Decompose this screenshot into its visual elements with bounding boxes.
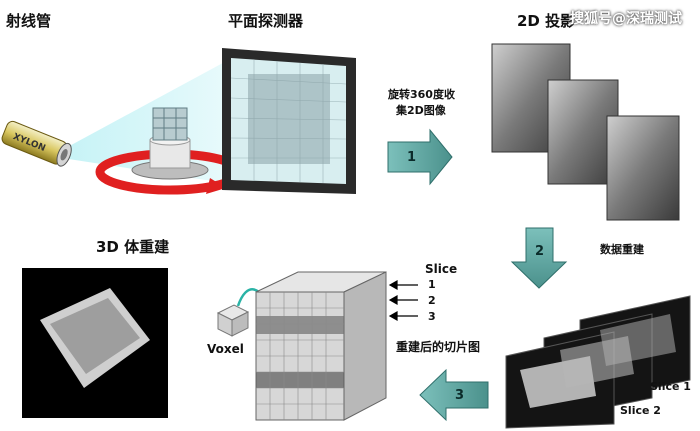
slice-1-label: Slice 1 <box>650 380 691 393</box>
slice-number-2: 2 <box>428 294 436 307</box>
step-arrow-3 <box>419 368 489 422</box>
projection-2d-label: 2D 投影 <box>517 12 576 30</box>
slice-number-3: 3 <box>428 310 436 323</box>
projection-stack-icon <box>491 43 680 221</box>
turntable-sample-icon <box>131 107 209 180</box>
slice-2-label: Slice 2 <box>620 404 661 417</box>
flat-detector-icon <box>222 48 356 194</box>
flat-detector-label: 平面探测器 <box>228 12 304 30</box>
xray-tube-label: 射线管 <box>6 12 52 30</box>
slice-title-label: Slice <box>425 262 458 276</box>
step-number-1: 1 <box>407 150 417 165</box>
slice-images-icon <box>505 295 691 429</box>
recon-3d-label: 3D 体重建 <box>96 238 170 256</box>
rotate-note-line2: 集2D图像 <box>396 104 446 117</box>
step-arrow-1 <box>387 128 453 186</box>
rotate-note-line1: 旋转360度收 <box>388 88 455 101</box>
xray-tube-icon <box>1 120 72 167</box>
step-arrow-2 <box>510 227 568 289</box>
step-number-3: 3 <box>455 388 465 403</box>
volume-render-icon <box>22 268 168 418</box>
step-number-2: 2 <box>535 244 545 259</box>
slice-pointer-arrows <box>388 279 418 322</box>
sliced-image-label: 重建后的切片图 <box>396 340 481 354</box>
data-recon-label: 数据重建 <box>600 243 644 256</box>
watermark-text: 搜狐号@深瑞测试 <box>570 11 682 27</box>
voxel-label: Voxel <box>207 342 244 356</box>
slice-number-1: 1 <box>428 278 436 291</box>
voxel-grid-icon <box>255 271 387 421</box>
